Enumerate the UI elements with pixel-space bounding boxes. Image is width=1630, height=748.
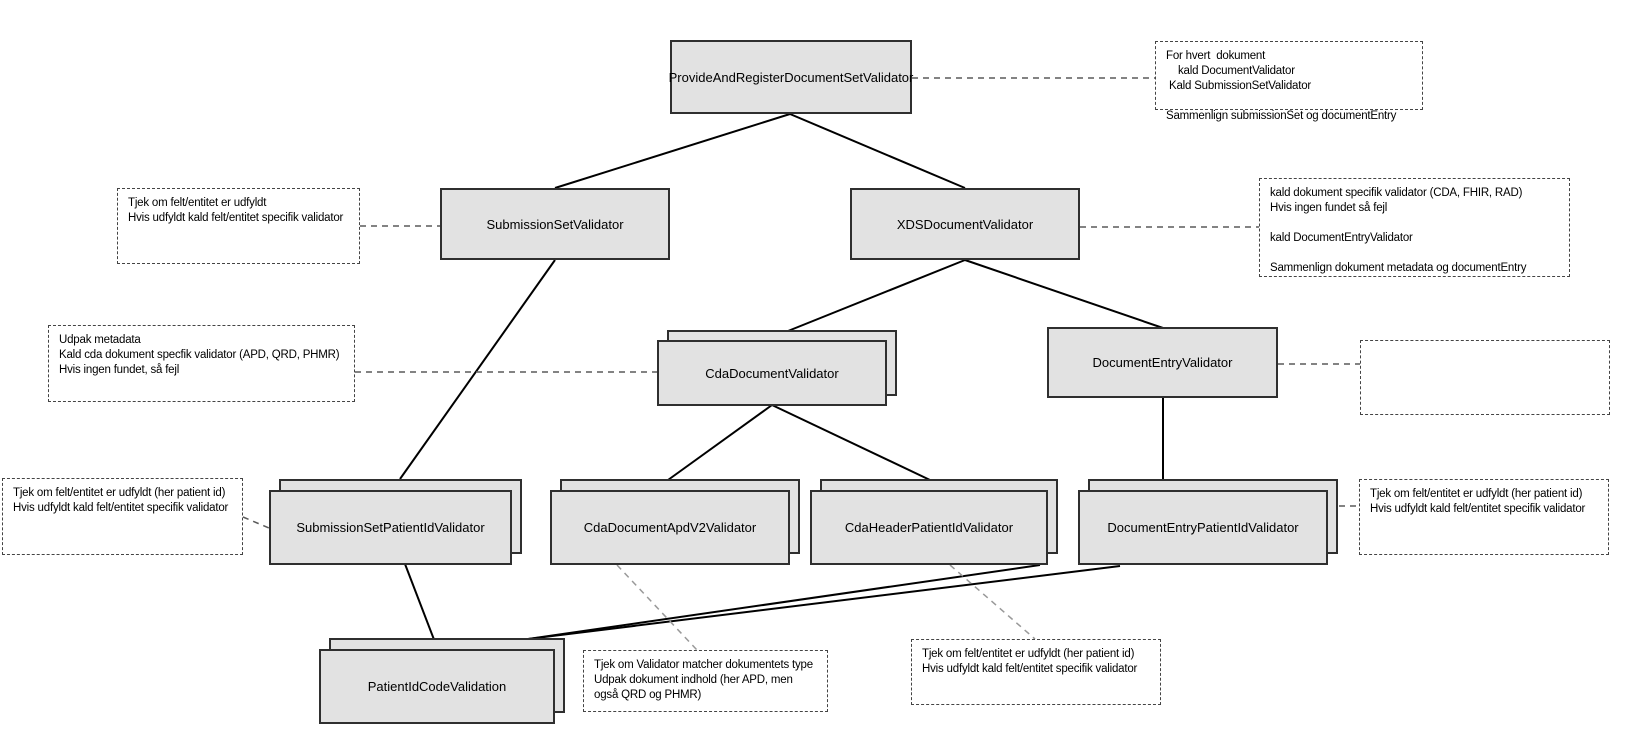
node-label: SubmissionSetPatientIdValidator <box>296 520 485 535</box>
note-submissionsetpatientid: Tjek om felt/entitet er udfyldt (her pat… <box>2 478 243 555</box>
node-cda-document-validator: CdaDocumentValidator <box>657 340 887 406</box>
note-documententrypatientid: Tjek om felt/entitet er udfyldt (her pat… <box>1359 479 1609 555</box>
note-line: Kald SubmissionSetValidator <box>1166 80 1312 92</box>
node-label: DocumentEntryValidator <box>1092 355 1233 370</box>
note-line: Hvis udfyldt kald felt/entitet specifik … <box>13 502 229 514</box>
node-label: ProvideAndRegisterDocumentSetValidator <box>668 69 914 85</box>
note-documententry-empty <box>1360 340 1610 415</box>
node-document-entry-patient-id-validator: DocumentEntryPatientIdValidator <box>1078 490 1328 565</box>
note-line: Tjek om felt/entitet er udfyldt (her pat… <box>922 648 1135 660</box>
edge-submissionset-to-submissionsetpatientid <box>399 259 556 480</box>
node-label: CdaDocumentApdV2Validator <box>583 520 757 535</box>
edge-cdadocument-to-cdadocumentapdv2 <box>667 404 773 481</box>
node-provide-and-register-document-set-validator: ProvideAndRegisterDocumentSetValidator <box>668 40 914 114</box>
edge-submissionsetpatientid-to-patientidcode <box>404 563 439 651</box>
note-cdadocument: Udpak metadata Kald cda dokument specfik… <box>48 325 355 402</box>
note-line: kald dokument specifik validator (CDA, F… <box>1270 187 1523 199</box>
note-line: Tjek om felt/entitet er udfyldt (her pat… <box>13 487 226 499</box>
node-submission-set-validator: SubmissionSetValidator <box>440 188 670 260</box>
note-line: Udpak dokument indhold (her APD, men <box>594 674 793 686</box>
note-line: kald DocumentValidator <box>1166 65 1295 77</box>
node-submission-set-patient-id-validator: SubmissionSetPatientIdValidator <box>269 490 512 565</box>
note-submissionset: Tjek om felt/entitet er udfyldt Hvis udf… <box>117 188 360 264</box>
note-line: kald DocumentEntryValidator <box>1270 232 1413 244</box>
notelink-submissionsetpatientid <box>242 516 270 529</box>
note-provide: For hvert dokument kald DocumentValidato… <box>1155 41 1423 122</box>
node-xds-document-validator: XDSDocumentValidator <box>850 188 1080 260</box>
edge-cdadocument-to-cdaheaderpatientid <box>771 404 931 481</box>
note-line: også QRD og PHMR) <box>594 689 702 701</box>
notelink-cdaheaderpatientid-diagonal <box>949 564 1036 640</box>
node-label: PatientIdCodeValidation <box>367 679 507 694</box>
node-cda-document-apd-v2-validator: CdaDocumentApdV2Validator <box>550 490 790 565</box>
edge-xdsdocument-to-cdadocument <box>787 259 966 332</box>
note-line: Sammenlign submissionSet og documentEntr… <box>1166 110 1397 122</box>
node-label: CdaHeaderPatientIdValidator <box>844 520 1014 535</box>
edge-provide-to-submissionset <box>554 113 791 189</box>
node-label: DocumentEntryPatientIdValidator <box>1107 520 1299 535</box>
note-line: Tjek om felt/entitet er udfyldt <box>128 197 267 209</box>
node-patient-id-code-validation: PatientIdCodeValidation <box>319 649 555 724</box>
note-line: Tjek om Validator matcher dokumentets ty… <box>594 659 813 671</box>
edge-documententrypatientid-to-patientidcode <box>454 565 1121 649</box>
note-line: Hvis ingen fundet, så fejl <box>59 364 180 376</box>
node-cda-header-patient-id-validator: CdaHeaderPatientIdValidator <box>810 490 1048 565</box>
node-document-entry-validator: DocumentEntryValidator <box>1047 327 1278 398</box>
note-line: Tjek om felt/entitet er udfyldt (her pat… <box>1370 488 1583 500</box>
note-line: Hvis ingen fundet så fejl <box>1270 202 1388 214</box>
note-line <box>1270 216 1559 231</box>
note-line: Kald cda dokument specfik validator (APD… <box>59 349 340 361</box>
note-line: Sammenlign dokument metadata og document… <box>1270 262 1527 274</box>
notelink-cdadocumentapdv2-diagonal <box>616 564 698 651</box>
note-xdsdocument: kald dokument specifik validator (CDA, F… <box>1259 178 1570 277</box>
note-line: Hvis udfyldt kald felt/entitet specifik … <box>128 212 344 224</box>
note-line <box>1270 246 1559 261</box>
edge-provide-to-xdsdocument <box>789 113 966 189</box>
note-patientid-bottom: Tjek om felt/entitet er udfyldt (her pat… <box>911 639 1161 705</box>
note-line: For hvert dokument <box>1166 50 1266 62</box>
note-line: Hvis udfyldt kald felt/entitet specifik … <box>922 663 1138 675</box>
note-line <box>1166 94 1412 109</box>
note-line: Hvis udfyldt kald felt/entitet specifik … <box>1370 503 1586 515</box>
edge-xdsdocument-to-documententry <box>964 259 1164 329</box>
node-label: XDSDocumentValidator <box>896 216 1034 232</box>
note-validator-match: Tjek om Validator matcher dokumentets ty… <box>583 650 828 712</box>
node-label: SubmissionSetValidator <box>486 216 624 232</box>
note-line: Udpak metadata <box>59 334 141 346</box>
node-label: CdaDocumentValidator <box>705 365 839 381</box>
